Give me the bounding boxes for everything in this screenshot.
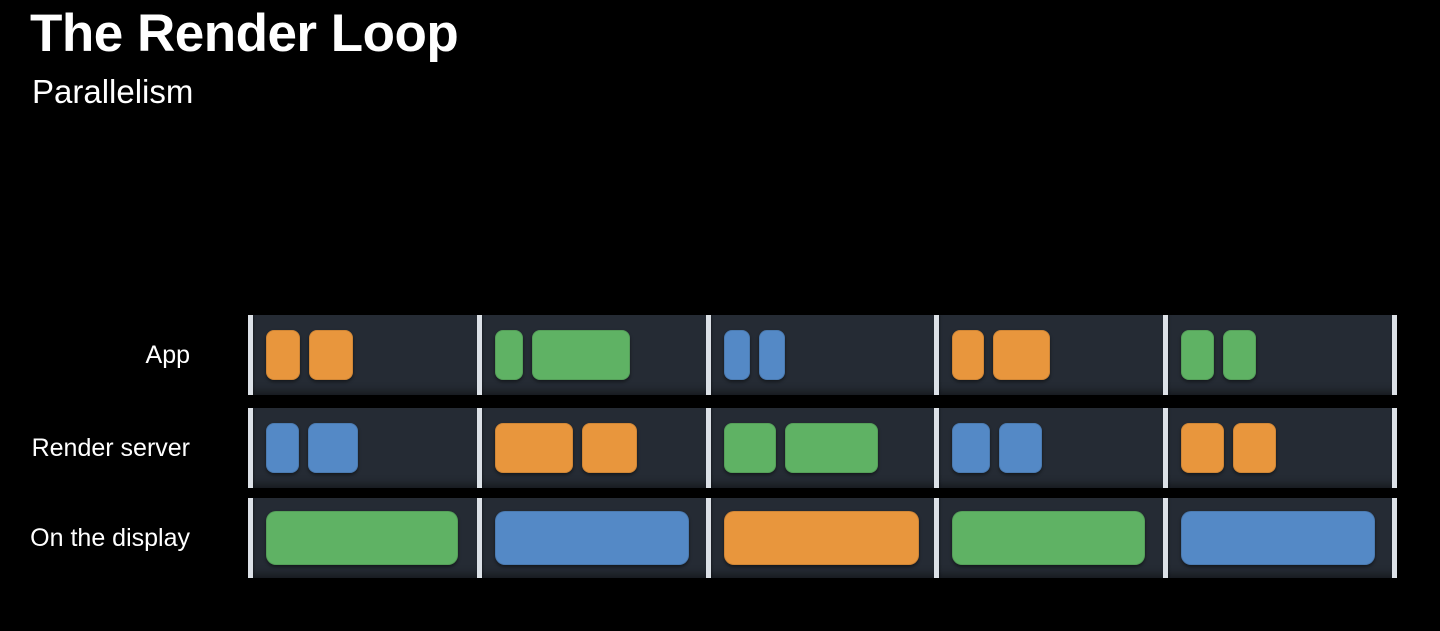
- blue-work-block: [494, 511, 689, 565]
- frame-divider: [1163, 315, 1169, 395]
- frame-divider: [1163, 408, 1169, 488]
- blue-work-block: [308, 423, 358, 473]
- frame-segment: [1168, 408, 1392, 488]
- timeline-row-app: App: [0, 315, 1440, 395]
- page-subtitle: Parallelism: [32, 73, 194, 110]
- frame-divider: [934, 315, 940, 395]
- frame-segment: [711, 315, 935, 395]
- orange-work-block: [494, 423, 573, 473]
- frame-divider: [248, 498, 253, 578]
- frame-divider: [705, 498, 711, 578]
- frame-divider: [1163, 498, 1169, 578]
- frame-divider: [1391, 315, 1397, 395]
- frame-divider: [705, 315, 711, 395]
- green-work-block: [266, 511, 458, 565]
- green-work-block: [1181, 330, 1215, 380]
- blue-work-block: [758, 330, 785, 380]
- orange-work-block: [1181, 423, 1225, 473]
- orange-work-block: [266, 330, 300, 380]
- frame-divider: [1391, 498, 1397, 578]
- frame-segment: [939, 315, 1163, 395]
- frame-segment: [1168, 315, 1392, 395]
- frame-segment: [939, 498, 1163, 578]
- frame-segment: [482, 408, 706, 488]
- orange-work-block: [952, 330, 985, 380]
- frame-segment: [1168, 498, 1392, 578]
- timeline-row-display: On the display: [0, 498, 1440, 578]
- row-label-app: App: [145, 340, 190, 369]
- page-title: The Render Loop: [30, 4, 459, 63]
- frame-divider: [476, 315, 482, 395]
- frame-divider: [476, 498, 482, 578]
- frame-divider: [248, 408, 253, 488]
- orange-work-block: [581, 423, 637, 473]
- green-work-block: [1223, 330, 1257, 380]
- blue-work-block: [952, 423, 991, 473]
- green-work-block: [494, 330, 523, 380]
- frame-segment: [253, 498, 477, 578]
- orange-work-block: [723, 511, 919, 565]
- render-server-track: [248, 408, 1397, 488]
- orange-work-block: [309, 330, 353, 380]
- green-work-block: [723, 423, 776, 473]
- app-track: [248, 315, 1397, 395]
- frame-segment: [939, 408, 1163, 488]
- row-label-display: On the display: [30, 523, 190, 552]
- frame-divider: [934, 408, 940, 488]
- blue-work-block: [999, 423, 1043, 473]
- green-work-block: [952, 511, 1146, 565]
- frame-segment: [253, 315, 477, 395]
- green-work-block: [531, 330, 630, 380]
- blue-work-block: [266, 423, 299, 473]
- frame-divider: [476, 408, 482, 488]
- green-work-block: [784, 423, 878, 473]
- orange-work-block: [1233, 423, 1277, 473]
- frame-segment: [253, 408, 477, 488]
- blue-work-block: [1181, 511, 1376, 565]
- row-label-render-server: Render server: [31, 433, 190, 462]
- frame-segment: [482, 315, 706, 395]
- frame-segment: [482, 498, 706, 578]
- frame-divider: [1391, 408, 1397, 488]
- orange-work-block: [993, 330, 1051, 380]
- frame-segment: [711, 498, 935, 578]
- display-track: [248, 498, 1397, 578]
- frame-divider: [934, 498, 940, 578]
- frame-divider: [705, 408, 711, 488]
- blue-work-block: [723, 330, 750, 380]
- frame-segment: [711, 408, 935, 488]
- timeline-row-render-server: Render server: [0, 408, 1440, 488]
- frame-divider: [248, 315, 253, 395]
